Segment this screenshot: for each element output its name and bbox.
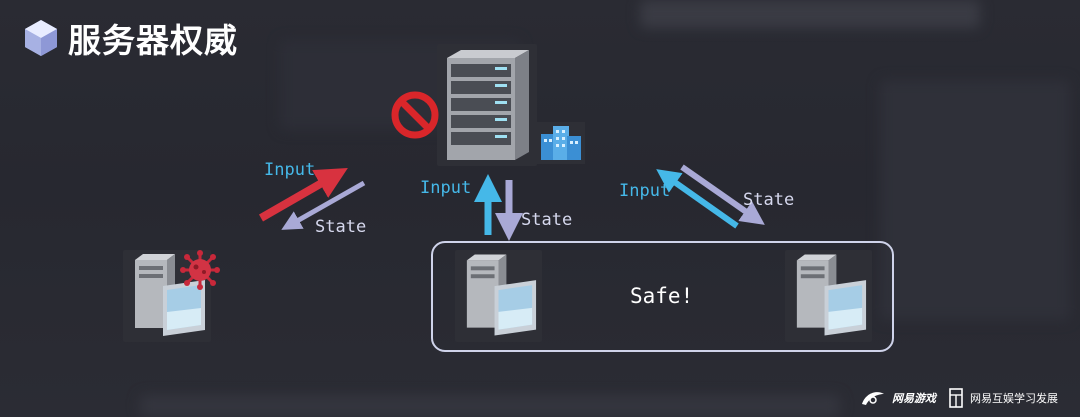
slide-title: 服务器权威 [22,14,238,62]
netease-logo-icon [862,392,884,405]
footer-logos: 网易游戏 网易互娱学习发展 [860,387,1058,409]
pc-computer-icon [135,254,205,336]
logo-text-learning: 网易互娱学习发展 [970,392,1058,405]
right-state-arrow [680,164,765,225]
right-input-arrow [656,169,739,229]
virus-icon [180,250,220,290]
left-input-label: Input [264,160,316,180]
background-shape [880,80,1070,320]
left-state-label: State [315,217,367,237]
buildings-icon [537,122,585,164]
right-input-label: Input [619,181,671,201]
netease-logo-icon [949,388,963,408]
page-title: 服务器权威 [68,21,238,60]
left-state-arrow [281,180,366,230]
pc-computer-icon [796,254,867,336]
mid-input-label: Input [420,178,472,198]
server-rack-icon [447,50,529,160]
background-shape [640,0,980,28]
mid-state-label: State [521,210,573,230]
safe-group-box [431,241,894,352]
forbidden-icon [391,91,439,139]
malicious-input-arrow [259,168,348,222]
safe-label: Safe! [630,284,694,308]
background-shape [140,395,840,417]
logo-text-netease-games: 网易游戏 [892,392,936,405]
pc-computer-icon [466,254,537,336]
cube-logo-icon [25,20,57,56]
right-state-label: State [743,190,795,210]
